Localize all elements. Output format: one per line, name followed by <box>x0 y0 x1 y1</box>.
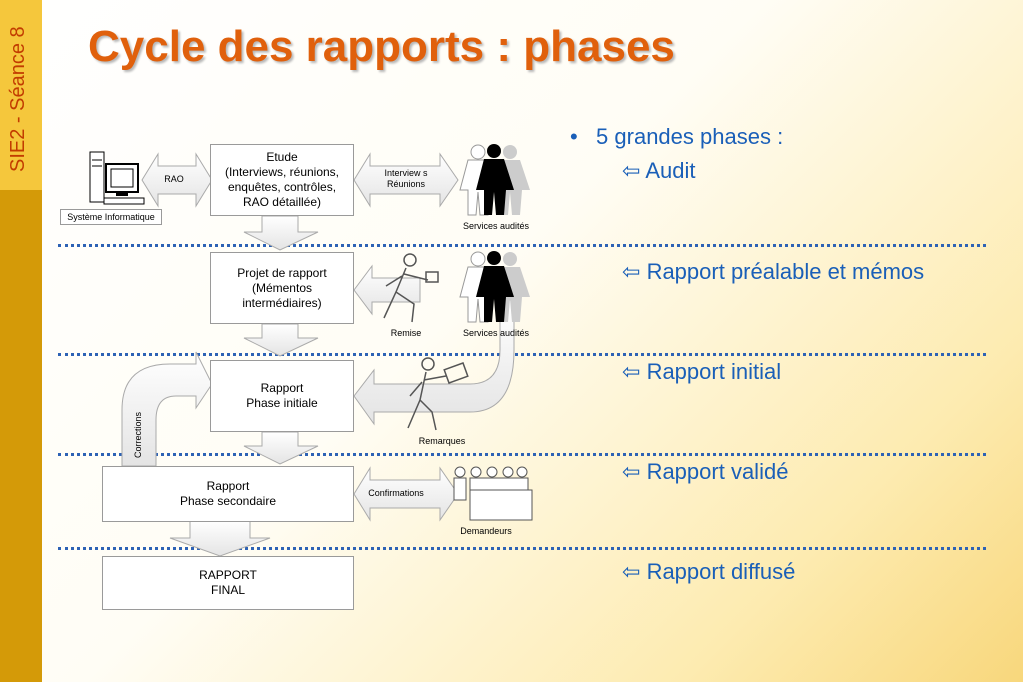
slide-title: Cycle des rapports : phases <box>88 22 675 71</box>
label-systeme-informatique: Système Informatique <box>60 209 162 225</box>
box-etude: Etude (Interviews, réunions, enquêtes, c… <box>210 144 354 216</box>
remarques-arrow <box>353 299 515 426</box>
arrow-left-icon: ⇦ <box>622 359 641 384</box>
phase-label: Rapport diffusé <box>646 559 796 584</box>
people-group-icon <box>459 144 530 216</box>
label-services-audites: Services audités <box>462 328 530 338</box>
phase-label: Rapport initial <box>646 359 782 384</box>
separator <box>58 353 986 356</box>
arrow-left-icon: ⇦ <box>622 459 641 484</box>
arrow-left-icon: ⇦ <box>622 259 641 284</box>
down-arrow <box>243 431 319 465</box>
corrections-arrow <box>121 351 213 467</box>
people-group-icon <box>459 251 530 323</box>
label-interviews: Interview s Réunions <box>384 168 428 189</box>
phase-item: ⇦ Audit <box>622 158 696 184</box>
bullet-marker: • <box>570 124 578 149</box>
audience-icon <box>453 466 533 521</box>
label-rao: RAO <box>164 174 184 184</box>
phase-item: ⇦ Rapport diffusé <box>622 559 795 585</box>
phase-item: ⇦ Rapport initial <box>622 359 781 385</box>
phase-label: Rapport validé <box>646 459 789 484</box>
box-rapport-final: RAPPORT FINAL <box>102 556 354 610</box>
phase-item: ⇦ Rapport validé <box>622 459 788 485</box>
box-rapport-secondaire: Rapport Phase secondaire <box>102 466 354 522</box>
separator <box>58 244 986 247</box>
courier-icon <box>383 253 439 323</box>
messenger-icon <box>407 357 469 431</box>
separator <box>58 453 986 456</box>
label-corrections: Corrections <box>133 411 143 458</box>
computer-icon <box>89 151 145 205</box>
label-remise: Remise <box>390 328 422 338</box>
box-projet-rapport: Projet de rapport (Mémentos intermédiair… <box>210 252 354 324</box>
down-arrow <box>243 323 319 357</box>
label-confirmations: Confirmations <box>368 488 424 498</box>
label-demandeurs: Demandeurs <box>460 526 512 536</box>
down-arrow <box>243 215 319 251</box>
arrow-left-icon: ⇦ <box>622 158 641 183</box>
remise-arrow <box>353 264 421 316</box>
down-arrow <box>169 520 271 557</box>
separator <box>58 547 986 550</box>
interviews-arrow <box>353 152 459 208</box>
label-services-audites: Services audités <box>462 221 530 231</box>
phase-item: ⇦ Rapport préalable et mémos <box>622 259 924 285</box>
phase-label: Rapport préalable et mémos <box>646 259 925 284</box>
bullet-main-text: 5 grandes phases : <box>596 124 784 149</box>
arrow-left-icon: ⇦ <box>622 559 641 584</box>
box-rapport-initiale: Rapport Phase initiale <box>210 360 354 432</box>
sidebar-band-top <box>0 0 42 190</box>
bullet-main: • 5 grandes phases : <box>570 124 783 150</box>
phase-label: Audit <box>645 158 696 183</box>
label-remarques: Remarques <box>418 436 466 446</box>
